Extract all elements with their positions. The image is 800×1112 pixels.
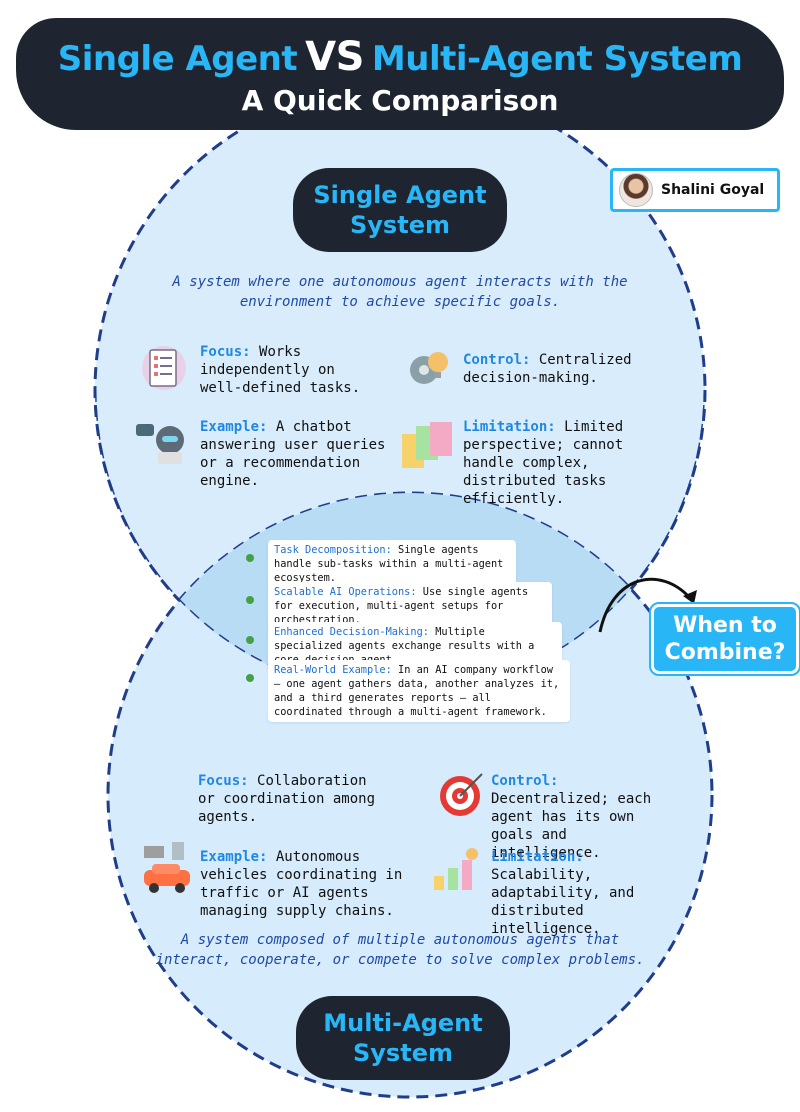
- title-left: Single Agent: [57, 39, 298, 79]
- chatbot-icon: [136, 424, 184, 464]
- car-icon: [144, 842, 190, 893]
- checklist-icon: [142, 346, 186, 390]
- single-agent-arc-overlay: [95, 389, 705, 695]
- single-focus: Focus: Works independently on well-defin…: [200, 343, 385, 397]
- multi-control: Control: Decentralized; each agent has i…: [491, 772, 681, 862]
- multi-label-line1: Multi-Agent: [323, 1009, 483, 1037]
- title-right: Multi-Agent System: [371, 39, 743, 79]
- bullet-dot: [246, 674, 254, 682]
- bullet-dot: [246, 554, 254, 562]
- single-example: Example: A chatbot answering user querie…: [200, 418, 396, 490]
- single-label-line1: Single Agent: [313, 181, 487, 209]
- single-agent-description: A system where one autonomous agent inte…: [172, 274, 628, 310]
- single-focus-key: Focus:: [200, 344, 251, 360]
- multi-focus-text: Collaboration or coordination among agen…: [198, 773, 376, 825]
- header-banner: [16, 18, 784, 130]
- overlap-item-key: Enhanced Decision-Making:: [274, 626, 429, 638]
- overlap-item-text: In an AI company workflow — one agent ga…: [274, 664, 560, 718]
- combine-line1: When to: [673, 613, 777, 638]
- growth-chart-icon: [434, 848, 478, 890]
- overlap-item-key: Real-World Example:: [274, 664, 392, 676]
- single-label-line2: System: [350, 211, 450, 239]
- single-limitation-key: Limitation:: [463, 419, 556, 435]
- overlap-item-text: Single agents handle sub-tasks within a …: [274, 544, 504, 584]
- overlap-item-key: Scalable AI Operations:: [274, 586, 417, 598]
- avatar: [619, 173, 653, 207]
- page-subtitle: A Quick Comparison: [241, 84, 559, 117]
- single-limitation: Limitation: Limited perspective; cannot …: [463, 418, 673, 508]
- multi-agent-description: A system composed of multiple autonomous…: [155, 932, 645, 968]
- documents-icon: [402, 422, 452, 468]
- combine-arrow-head: [683, 590, 697, 604]
- overlap-item: Task Decomposition: Single agents handle…: [246, 540, 516, 588]
- author-name: Shalini Goyal: [661, 182, 765, 198]
- single-limitation-text: Limited perspective; cannot handle compl…: [463, 419, 624, 507]
- multi-limitation: Limitation: Scalability, adaptability, a…: [491, 848, 681, 938]
- single-control: Control: Centralized decision-making.: [463, 351, 653, 387]
- multi-limitation-key: Limitation:: [491, 849, 584, 865]
- overlap-item-text: Use single agents for execution, multi-a…: [274, 586, 529, 626]
- bullet-dot: [246, 636, 254, 644]
- single-focus-text: Works independently on well-defined task…: [200, 344, 361, 396]
- single-example-text: A chatbot answering user queries or a re…: [200, 419, 386, 489]
- overlap-item-key: Task Decomposition:: [274, 544, 392, 556]
- multi-example-key: Example:: [200, 849, 268, 865]
- target-icon: [440, 773, 483, 816]
- gear-lightbulb-icon: [410, 352, 448, 384]
- single-example-key: Example:: [200, 419, 268, 435]
- multi-label-line2: System: [353, 1039, 453, 1067]
- author-badge: Shalini Goyal: [610, 168, 780, 212]
- combine-arrow: [598, 577, 692, 633]
- combine-line2: Combine?: [664, 640, 786, 665]
- multi-focus: Focus: Collaboration or coordination amo…: [198, 772, 383, 826]
- multi-example: Example: Autonomous vehicles coordinatin…: [200, 848, 420, 920]
- multi-control-text: Decentralized; each agent has its own go…: [491, 791, 652, 861]
- multi-control-key: Control:: [491, 773, 559, 789]
- single-control-text: Centralized decision-making.: [463, 352, 632, 386]
- multi-example-text: Autonomous vehicles coordinating in traf…: [200, 849, 403, 919]
- multi-focus-key: Focus:: [198, 773, 249, 789]
- single-control-key: Control:: [463, 352, 531, 368]
- overlap-item: Real-World Example: In an AI company wor…: [246, 660, 570, 722]
- multi-limitation-text: Scalability, adaptability, and distribut…: [491, 867, 635, 937]
- bullet-dot: [246, 596, 254, 604]
- title-vs: VS: [305, 34, 364, 80]
